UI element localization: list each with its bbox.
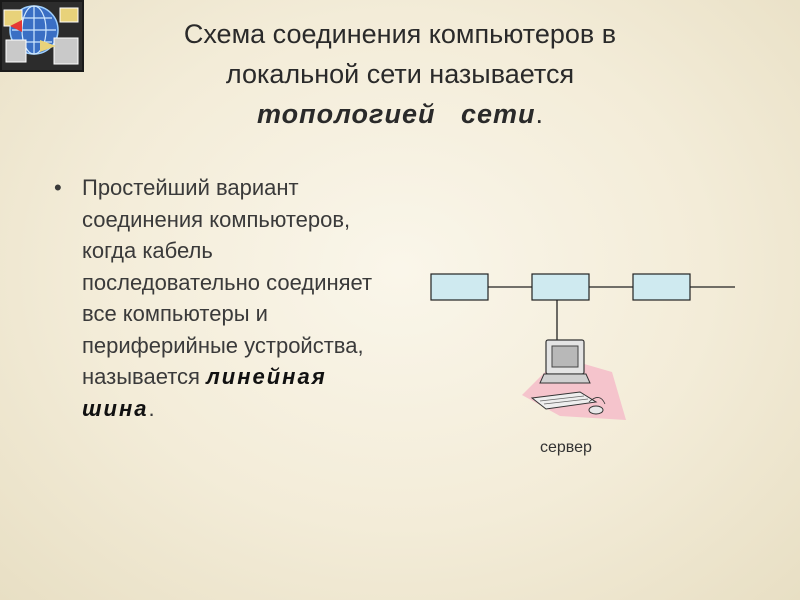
title-period: .	[535, 99, 544, 129]
bus-node	[531, 273, 590, 301]
slide-title: Схема соединения компьютеров в локальной…	[100, 14, 700, 134]
bullet-emphasis: линейная шина	[82, 364, 327, 421]
desktop-computer-icon	[522, 339, 626, 420]
title-emphasis: топологией сети	[256, 99, 536, 129]
bullet-period: .	[148, 395, 155, 421]
bus-node	[430, 273, 489, 301]
title-line-3: топологией сети.	[100, 94, 700, 134]
title-line-2: локальной сети называется	[225, 59, 575, 89]
bullet-body: Простейший вариант соединения компьютеро…	[56, 172, 396, 424]
bullet-text: Простейший вариант соединения компьютеро…	[82, 175, 373, 389]
bullet-marker: •	[54, 175, 62, 200]
bus-node	[632, 273, 691, 301]
network-logo-icon	[0, 0, 84, 72]
bullet-item: • Простейший вариант соединения компьюте…	[54, 172, 396, 424]
server-label: сервер	[540, 439, 592, 456]
title-line-1: Схема соединения компьютеров в	[183, 19, 617, 49]
